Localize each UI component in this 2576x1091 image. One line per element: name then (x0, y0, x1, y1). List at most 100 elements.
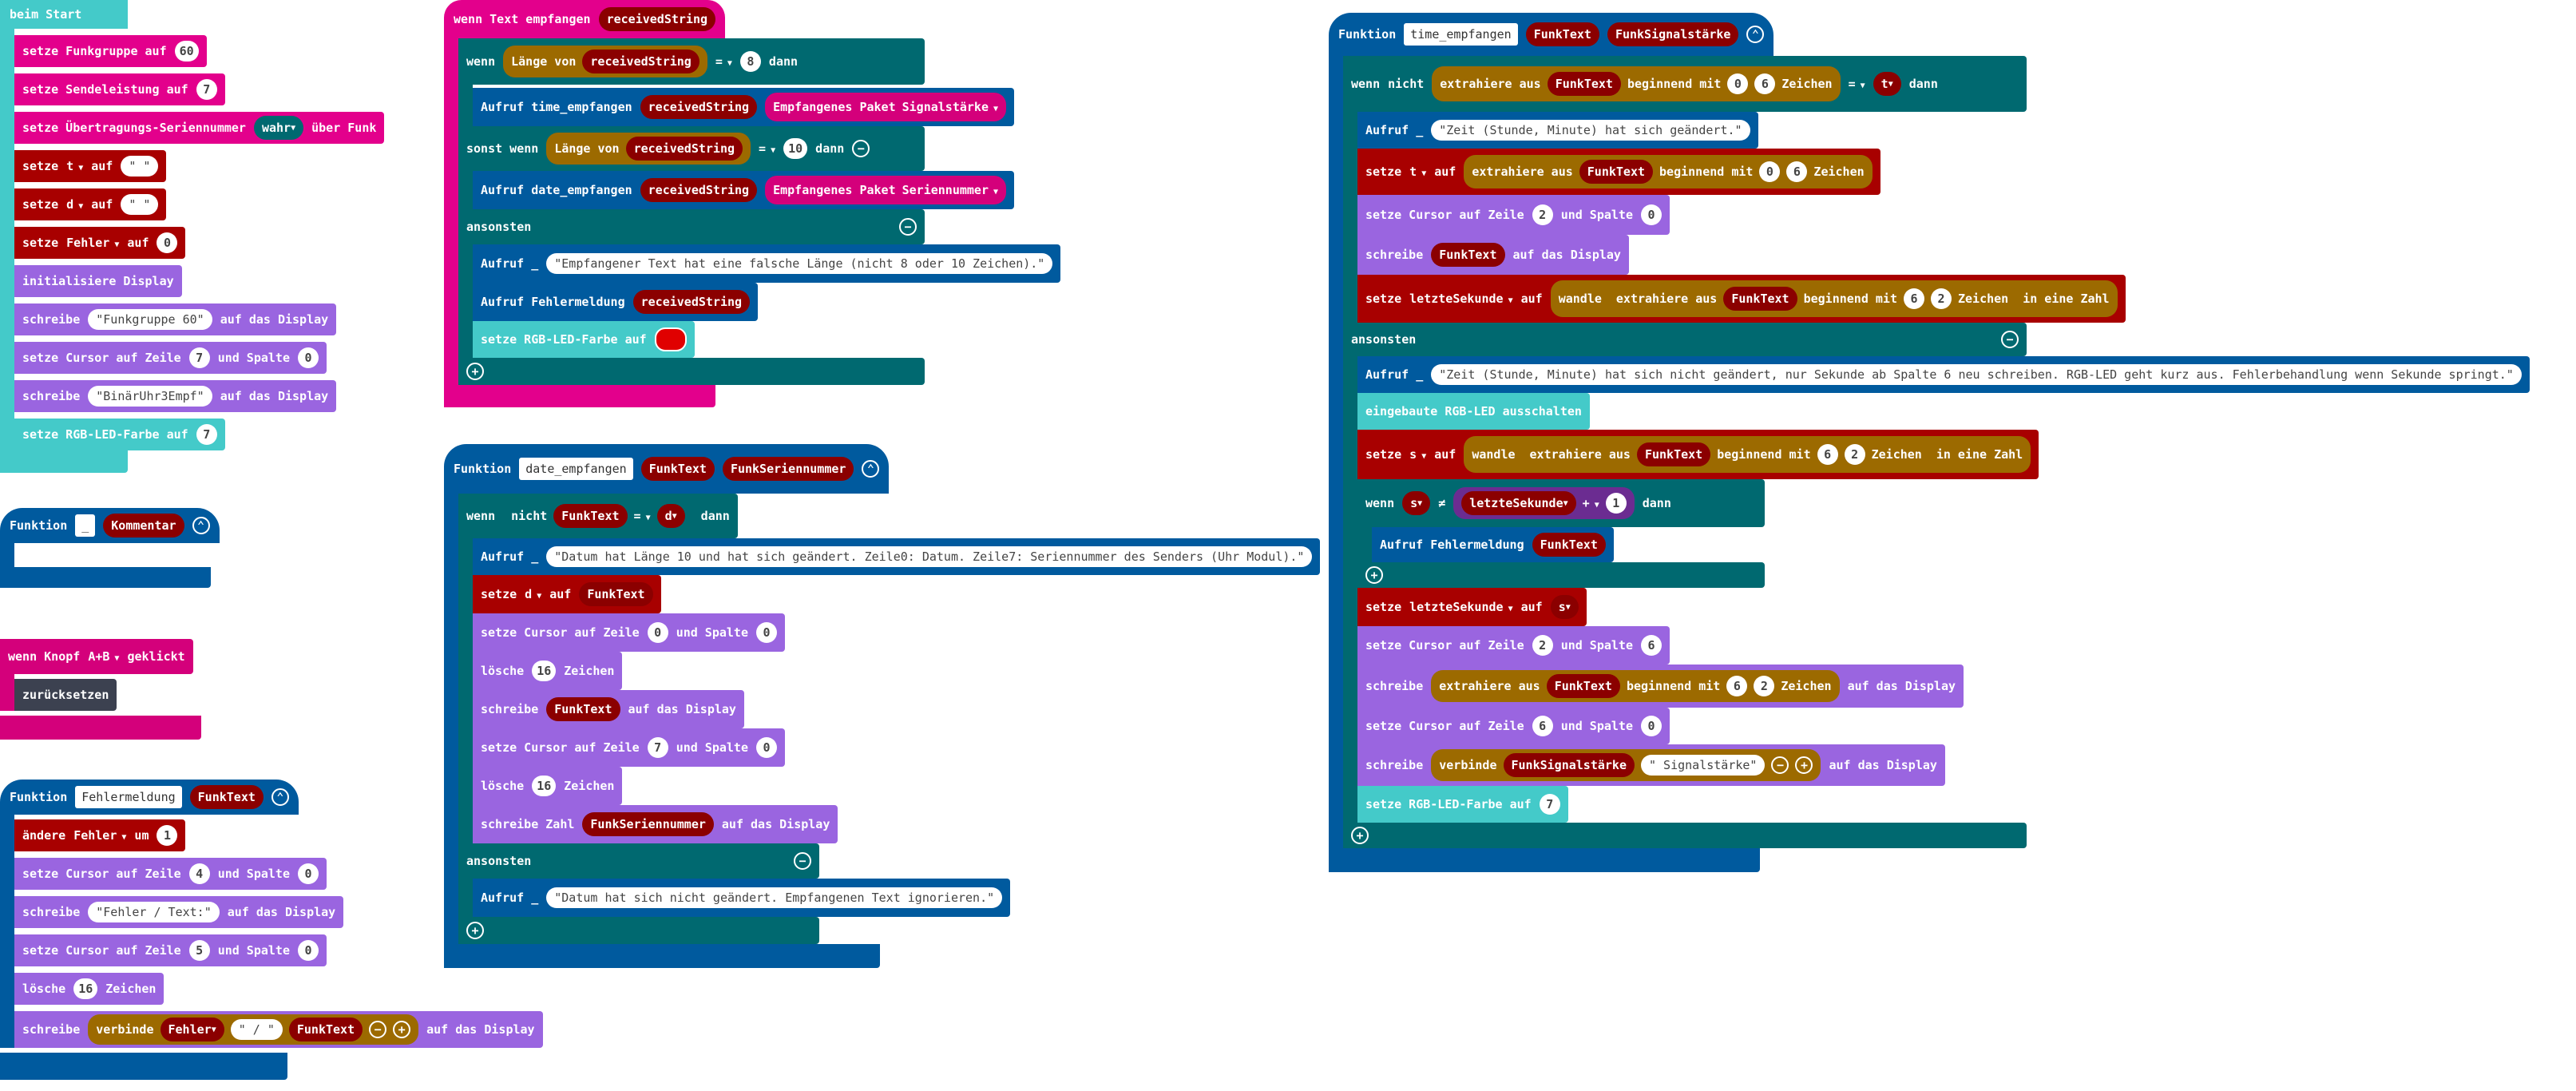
button-dropdown[interactable]: A+B (88, 649, 119, 664)
col-input[interactable]: 0 (298, 863, 319, 884)
call-comment[interactable]: Aufruf _"Datum hat Länge 10 und hat sich… (473, 538, 1321, 575)
var-pill[interactable]: FunkText (579, 582, 653, 606)
transmit-power-value[interactable]: 7 (196, 79, 217, 100)
call-comment[interactable]: Aufruf _"Empfangener Text hat eine falsc… (473, 244, 1061, 283)
row-input[interactable]: 4 (188, 863, 210, 884)
col-input[interactable]: 0 (756, 622, 777, 643)
set-t-block[interactable]: setzetauf extrahiere ausFunkTextbeginnen… (1357, 149, 1880, 195)
var-pill[interactable]: FunkText (1547, 72, 1621, 96)
plus-icon[interactable]: + (1365, 566, 1383, 584)
string-input[interactable]: " / " (230, 1019, 283, 1040)
var-dropdown[interactable]: s (1550, 595, 1579, 619)
rgb-led-off-block[interactable]: eingebaute RGB-LED ausschalten (1357, 393, 1590, 430)
function-hat[interactable]: Funktion_Kommentar⌃ (0, 508, 220, 543)
plus-icon[interactable]: + (466, 363, 484, 380)
minus-icon[interactable]: − (1771, 756, 1789, 774)
plus-icon[interactable]: + (393, 1021, 411, 1038)
operator-dropdown[interactable]: = (634, 509, 651, 523)
radio-group-value[interactable]: 60 (174, 41, 199, 61)
on-start-hat[interactable]: beim Start (0, 0, 128, 29)
function-name-input[interactable]: _ (75, 514, 96, 537)
string-input[interactable]: "Zeit (Stunde, Minute) hat sich nicht ge… (1431, 364, 2522, 385)
var-pill[interactable]: FunkSeriennummer (582, 812, 714, 836)
string-input[interactable]: "Funkgruppe 60" (88, 309, 212, 330)
param-pill[interactable]: Kommentar (103, 514, 184, 538)
var-pill[interactable]: FunkText (553, 504, 628, 528)
number-input[interactable]: 16 (532, 776, 557, 796)
function-comment-stack[interactable]: Funktion_Kommentar⌃ (0, 508, 220, 588)
math-block[interactable]: letzteSekunde+1 (1453, 487, 1635, 519)
minus-icon[interactable]: − (369, 1021, 387, 1038)
param-pill[interactable]: FunkSeriennummer (722, 457, 854, 481)
col-input[interactable]: 0 (298, 940, 319, 961)
var-pill[interactable]: FunkText (546, 697, 620, 721)
number-input[interactable]: 1 (1605, 493, 1627, 514)
col-input[interactable]: 0 (298, 347, 319, 368)
row-input[interactable]: 5 (188, 940, 210, 961)
var-pill[interactable]: FunkText (1546, 674, 1620, 698)
string-input[interactable]: "Fehler / Text:" (88, 902, 220, 922)
set-letzte-sekunde-block[interactable]: setzeletzteSekundeauf wandle extrahiere … (1357, 275, 2126, 323)
else-block[interactable]: ansonsten− (458, 209, 925, 244)
string-input[interactable]: "Empfangener Text hat eine falsche Länge… (546, 253, 1053, 274)
packet-dropdown[interactable]: Signalstärke (902, 100, 998, 114)
row-input[interactable]: 7 (647, 737, 668, 758)
reset-block[interactable]: zurücksetzen (14, 679, 117, 711)
bool-dropdown[interactable]: wahr (253, 116, 304, 140)
number-input[interactable]: 6 (1903, 288, 1924, 309)
else-block[interactable]: ansonsten− (458, 843, 819, 879)
number-input[interactable]: 6 (1754, 73, 1776, 94)
minus-icon[interactable]: − (852, 140, 870, 157)
var-dropdown[interactable]: letzteSekunde (1409, 600, 1512, 614)
call-comment[interactable]: Aufruf _"Zeit (Stunde, Minute) hat sich … (1357, 112, 1758, 149)
set-letzte-sekunde-block[interactable]: setzeletzteSekundeaufs (1357, 588, 1587, 626)
number-input[interactable]: 0 (1759, 161, 1781, 182)
number-input[interactable]: 6 (1726, 676, 1748, 696)
row-input[interactable]: 7 (188, 347, 210, 368)
write-text-block[interactable]: schreibe"Funkgruppe 60"auf das Display (14, 303, 337, 335)
string-input[interactable]: "Datum hat Länge 10 und hat sich geänder… (546, 546, 1313, 567)
operator-dropdown[interactable]: = (1849, 77, 1865, 91)
else-block[interactable]: ansonsten− (1343, 323, 2027, 356)
var-pill[interactable]: receivedString (632, 290, 751, 314)
var-dropdown[interactable]: d (66, 197, 83, 212)
string-input[interactable]: "Zeit (Stunde, Minute) hat sich geändert… (1431, 120, 1750, 141)
color-input[interactable]: 7 (1539, 794, 1560, 815)
var-pill[interactable]: FunkSignalstärke (1503, 753, 1635, 777)
var-pill[interactable]: receivedString (640, 95, 758, 119)
var-pill[interactable]: receivedString (625, 137, 743, 161)
operator-dropdown[interactable]: = (759, 141, 775, 156)
var-dropdown[interactable]: Fehler (160, 1018, 224, 1041)
param-pill[interactable]: FunkText (640, 457, 715, 481)
row-input[interactable]: 0 (647, 622, 668, 643)
plus-icon[interactable]: + (1795, 756, 1813, 774)
function-name-input[interactable]: date_empfangen (519, 458, 633, 480)
var-pill[interactable]: FunkText (1723, 287, 1797, 311)
minus-icon[interactable]: − (899, 218, 917, 236)
string-input[interactable]: " " (121, 156, 159, 177)
